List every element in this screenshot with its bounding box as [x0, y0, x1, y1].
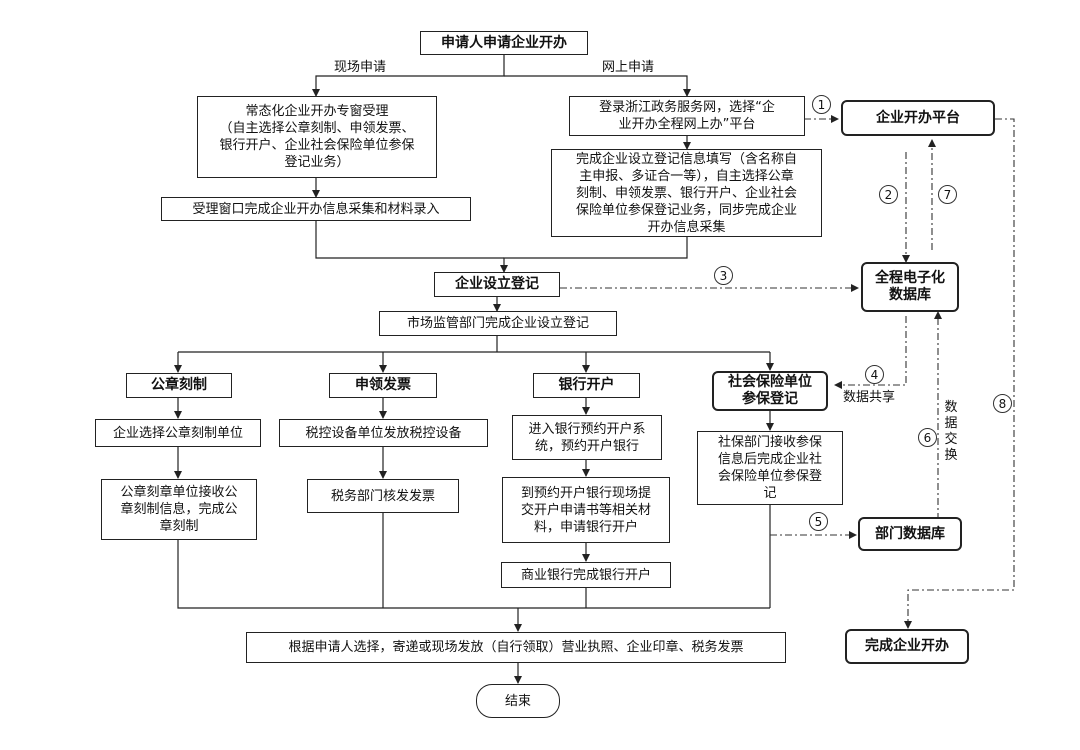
invoice-step-2: 税务部门核发发票 — [307, 479, 459, 513]
data-exchange-label: 数据 交换 — [944, 400, 958, 463]
window-collect-node: 受理窗口完成企业开办信息采集和材料录入 — [161, 197, 471, 221]
social-step-1: 社保部门接收参保 信息后完成企业社 会保险单位参保登 记 — [697, 431, 843, 505]
step-3-marker: 3 — [714, 266, 733, 285]
delivery-node: 根据申请人选择，寄递或现场发放（自行领取）营业执照、企业印章、税务发票 — [246, 632, 786, 663]
step-5-marker: 5 — [809, 512, 828, 531]
step-2-marker: 2 — [879, 185, 898, 204]
step-8-marker: 8 — [993, 394, 1012, 413]
bank-step-2: 到预约开户银行现场提 交开户申请书等相关材 料，申请银行开户 — [502, 477, 670, 543]
invoice-node: 申领发票 — [329, 373, 437, 398]
seal-node: 公章刻制 — [126, 373, 232, 398]
market-registration-node: 市场监管部门完成企业设立登记 — [379, 311, 617, 336]
bank-node: 银行开户 — [533, 373, 640, 398]
seal-step-2: 公章刻章单位接收公 章刻制信息，完成公 章刻制 — [101, 479, 257, 540]
online-login-node: 登录浙江政务服务网，选择“企 业开办全程网上办”平台 — [569, 96, 805, 136]
social-insurance-node: 社会保险单位 参保登记 — [712, 371, 828, 411]
registration-node: 企业设立登记 — [434, 272, 560, 297]
end-node: 结束 — [476, 684, 560, 718]
complete-node: 完成企业开办 — [845, 629, 969, 664]
invoice-step-1: 税控设备单位发放税控设备 — [279, 419, 488, 447]
bank-step-1: 进入银行预约开户系 统，预约开户银行 — [512, 415, 662, 460]
step-6-marker: 6 — [918, 428, 937, 447]
online-fill-node: 完成企业设立登记信息填写（含名称自 主申报、多证合一等），自主选择公章 刻制、申… — [551, 149, 822, 237]
platform-node: 企业开办平台 — [841, 100, 995, 136]
start-node: 申请人申请企业开办 — [420, 31, 588, 55]
data-share-label: 数据共享 — [843, 390, 896, 405]
bank-step-3: 商业银行完成银行开户 — [501, 562, 671, 588]
department-db-node: 部门数据库 — [858, 517, 962, 551]
onsite-window-node: 常态化企业开办专窗受理 （自主选择公章刻制、申领发票、 银行开户、企业社会保险单… — [197, 96, 437, 178]
online-label: 网上申请 — [602, 60, 655, 75]
step-7-marker: 7 — [938, 185, 957, 204]
seal-step-1: 企业选择公章刻制单位 — [95, 419, 261, 447]
step-1-marker: 1 — [812, 95, 831, 114]
step-4-marker: 4 — [865, 365, 884, 384]
database-node: 全程电子化 数据库 — [861, 262, 959, 312]
onsite-label: 现场申请 — [334, 60, 387, 75]
